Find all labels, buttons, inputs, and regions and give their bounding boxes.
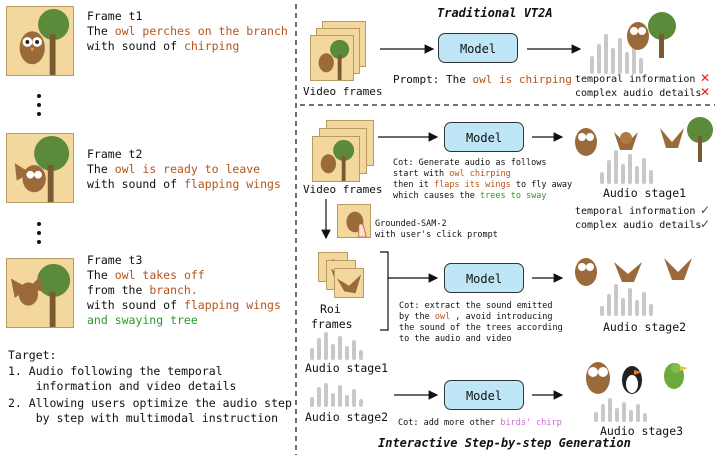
grounded-label-1: Grounded-SAM-2 (375, 219, 447, 229)
interactive-title: Interactive Step-by-step Generation (378, 436, 631, 450)
trad-owl-tree-image (620, 10, 680, 58)
stage1-label: Audio stage1 (603, 186, 687, 200)
cot2-line4: to the audio and video (399, 334, 512, 344)
cross-icon: ✕ (700, 85, 711, 99)
cross-icon: ✕ (700, 71, 711, 85)
stage1-owl-sequence (568, 114, 716, 164)
int-video-frame-1 (312, 136, 360, 182)
frame-t3-line1: The owl takes off (87, 268, 205, 282)
target-item1-line1: 1. Audio following the temporal (8, 364, 223, 378)
target-item2-line2: by step with multimodal instruction (8, 411, 279, 425)
stage3-audio-wave (594, 396, 654, 422)
trad-video-label: Video frames (303, 85, 383, 98)
frame-t1-image (6, 6, 74, 76)
trad-audio-wave (590, 30, 650, 74)
stage1-audio-wave (600, 148, 660, 184)
cot1-line4: which causes the trees to sway (393, 191, 547, 201)
check-icon: ✓ (700, 217, 711, 231)
grounded-label-2: with user's click prompt (375, 230, 498, 240)
int-model-box-3: Model (444, 380, 524, 410)
frame-t3-title: Frame t3 (87, 253, 143, 267)
frame-t1-line2: with sound of chirping (87, 39, 240, 53)
int-complex-label: complex audio details (575, 220, 702, 231)
ellipsis-dot (37, 112, 41, 116)
ellipsis-dot (37, 103, 41, 107)
frame-t3-line4: and swaying tree (87, 313, 198, 327)
cot1-line2: start with owl chirping (393, 169, 511, 179)
audio-stage1-input-wave (310, 330, 370, 360)
audio-stage2-input-wave (310, 381, 370, 407)
frame-t2-image (6, 133, 74, 203)
frame-t1-title: Frame t1 (87, 9, 143, 23)
ellipsis-dot (37, 231, 41, 235)
audio-stage2-input-label: Audio stage2 (305, 410, 389, 424)
trad-video-frame-1 (310, 35, 354, 81)
target-title: Target: (8, 348, 57, 362)
frame-t2-line1: The owl is ready to leave (87, 162, 261, 176)
roi-label-1: Roi (320, 302, 341, 316)
frame-t2-line2: with sound of flapping wings (87, 177, 281, 191)
frame-t3-image (6, 258, 74, 328)
target-item2-line1: 2. Allowing users optimize the audio ste… (8, 396, 292, 410)
int-temporal-label: temporal information (575, 206, 696, 217)
trad-complex-label: complex audio details (575, 88, 702, 99)
ellipsis-dot (37, 94, 41, 98)
cot3-line: Cot: add more other birds' chirp (398, 418, 562, 428)
stage2-owl-sequence (568, 248, 716, 292)
audio-stage1-input-label: Audio stage1 (305, 361, 389, 375)
int-model-box-1: Model (444, 122, 524, 152)
frame-t1-line1: The owl perches on the branch (87, 24, 288, 38)
frame-t3-line3: with sound of flapping wings (87, 298, 281, 312)
trad-temporal-label: temporal information (575, 74, 696, 85)
cot1-line3: then it flaps its wings to fly away (393, 180, 573, 190)
cot2-line2: by the owl , avoid introducing (399, 312, 553, 322)
stage2-audio-wave (600, 282, 660, 316)
int-model-box-2: Model (444, 263, 524, 293)
ellipsis-dot (37, 240, 41, 244)
stage3-birds-image (576, 352, 716, 400)
int-video-label: Video frames (303, 183, 383, 196)
grounded-click-image (337, 204, 371, 238)
cot2-line1: Cot: extract the sound emitted (399, 301, 553, 311)
stage2-label: Audio stage2 (603, 320, 687, 334)
ellipsis-dot (37, 222, 41, 226)
frame-t2-title: Frame t2 (87, 147, 143, 161)
roi-frame-3 (334, 268, 364, 298)
trad-prompt: Prompt: The owl is chirping (393, 73, 572, 86)
cot2-line3: the sound of the trees according (399, 323, 563, 333)
check-icon: ✓ (700, 203, 711, 217)
traditional-title: Traditional VT2A (437, 6, 553, 20)
target-item1-line2: information and video details (8, 379, 237, 393)
frame-t3-line2: from the branch. (87, 283, 198, 297)
stage3-label: Audio stage3 (600, 424, 684, 438)
trad-model-box: Model (438, 33, 518, 63)
roi-label-2: frames (311, 317, 353, 331)
cot1-line1: Cot: Generate audio as follows (393, 158, 547, 168)
